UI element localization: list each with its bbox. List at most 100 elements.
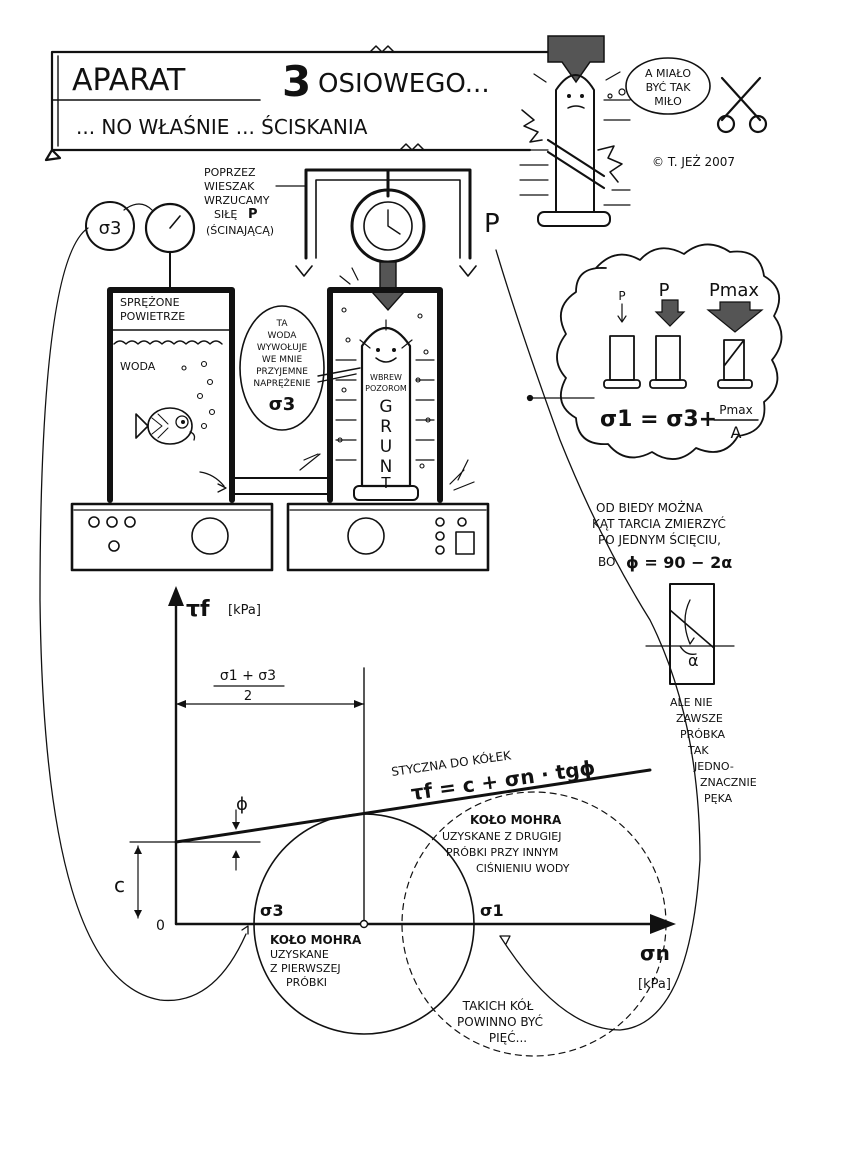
circle2-note: KOŁO MOHRA UZYSKANE Z DRUGIEJ PRÓBKI PRZ… <box>442 813 570 875</box>
force-p-label: P <box>484 209 500 239</box>
scissors-icon <box>716 76 768 134</box>
hanger-note-5: (ŚCINAJĄCĄ) <box>206 224 274 237</box>
sample-character-icon <box>519 35 631 227</box>
hanger-note-1: POPRZEZ <box>204 166 256 179</box>
cloud-formula-num: Pmax <box>719 403 752 417</box>
angle-note2-7: PĘKA <box>704 792 733 805</box>
sheared-sample-icon <box>645 583 735 685</box>
phi-label: ϕ <box>236 794 248 815</box>
gauge-sigma3-label: σ3 <box>99 218 122 239</box>
angle-note2-1: ALE NIE <box>670 696 713 709</box>
water-note-2: WODA <box>268 331 298 341</box>
cloud-formula-den: A <box>731 423 742 442</box>
water-tank: SPRĘŻONE POWIETRZE WODA <box>107 287 235 503</box>
sample-letter-t: T <box>380 474 391 492</box>
sample-note-1: WBREW <box>370 373 402 382</box>
cloud-formula-left: σ1 = σ3+ <box>600 407 717 432</box>
water-note-3: WYWOŁUJE <box>257 343 308 353</box>
copyright-text: © T. JEŻ 2007 <box>652 154 735 169</box>
bubble-line-1: A MIAŁO <box>645 67 691 80</box>
x-axis-label: σn <box>640 941 670 965</box>
cloud-label-p2: P <box>659 280 670 301</box>
c-label: c <box>114 873 125 897</box>
water-note-sigma3: σ3 <box>269 394 296 415</box>
hanger-note-p: P <box>248 207 258 222</box>
center-frac-den: 2 <box>244 689 252 704</box>
tank-air-1: SPRĘŻONE <box>120 296 180 309</box>
circle1-note-1: KOŁO MOHRA <box>270 933 362 947</box>
angle-note2-6: ZNACZNIE <box>700 776 757 789</box>
water-note-5: PRZYJEMNE <box>256 367 308 377</box>
formula-cloud: P P Pmax σ1 = σ3+ Pmax A <box>556 243 783 460</box>
sigma1-label: σ1 <box>480 901 504 920</box>
circle1-note-2: UZYSKANE <box>270 948 329 961</box>
tank-air-2: POWIETRZE <box>120 310 185 323</box>
title-osiowego: OSIOWEGO... <box>318 69 490 99</box>
water-note-6: NAPRĘŻENIE <box>253 378 310 389</box>
angle-note-formula: ϕ = 90 − 2α <box>626 553 732 572</box>
cloud-label-pmax: Pmax <box>709 280 759 301</box>
angle-note2-2: ZAWSZE <box>676 712 723 725</box>
load-gauge-icon <box>350 188 426 312</box>
tank-water-label: WODA <box>120 360 156 373</box>
fish-icon <box>135 407 196 445</box>
circle2-note-2: UZYSKANE Z DRUGIEJ <box>442 830 561 843</box>
mohr-circle-2 <box>401 791 667 1057</box>
sample-letter-n: N <box>380 457 393 477</box>
sample-letter-g: G <box>379 397 392 417</box>
sample-letter-u: U <box>380 437 392 457</box>
five-note-2: POWINNO BYĆ <box>457 1014 543 1029</box>
circle1-note-3: Z PIERWSZEJ <box>270 962 341 975</box>
circle2-note-4: CIŚNIENIU WODY <box>476 862 570 875</box>
sigma3-label: σ3 <box>260 901 284 920</box>
title-sciskania: ... NO WŁAŚNIE ... ŚCISKANIA <box>76 115 368 139</box>
angle-note-2: KĄT TARCIA ZMIERZYĆ <box>592 516 726 531</box>
circle1-note: KOŁO MOHRA UZYSKANE Z PIERWSZEJ PRÓBKI <box>270 933 362 989</box>
machine-bases <box>70 502 490 572</box>
water-note-bubble: TA WODA WYWOŁUJE WE MNIE PRZYJEMNE NAPRĘ… <box>239 305 361 431</box>
angle-note2-4: TAK <box>687 744 709 757</box>
hanger-note-3: WRZUCAMY <box>204 194 270 207</box>
angle-note: OD BIEDY MOŻNA KĄT TARCIA ZMIERZYĆ PO JE… <box>592 500 732 572</box>
five-note-1: TAKICH KÓŁ <box>462 998 534 1013</box>
speech-bubble-top: A MIAŁO BYĆ TAK MIŁO <box>607 57 711 115</box>
circle1-note-4: PRÓBKI <box>286 976 327 989</box>
title-three: 3 <box>282 57 311 106</box>
y-axis-unit: [kPa] <box>228 603 261 618</box>
five-note-3: PIĘĆ... <box>489 1030 527 1045</box>
center-frac-num: σ1 + σ3 <box>220 668 276 684</box>
x-axis-unit: [kPa] <box>638 977 671 992</box>
tangent-line <box>174 768 652 844</box>
hanger-frame <box>295 168 477 277</box>
mohr-chart: τf [kPa] σn [kPa] 0 σ1 + σ3 2 ϕ c σ3 σ1 … <box>114 586 676 1057</box>
water-note-1: TA <box>276 319 289 329</box>
alpha-label: α <box>688 651 699 670</box>
hanger-note: POPRZEZ WIESZAK WRZUCAMY SIŁĘ P (ŚCINAJĄ… <box>204 166 307 237</box>
origin-label: 0 <box>156 918 165 934</box>
water-note-4: WE MNIE <box>262 355 303 365</box>
triaxial-cell: WBREW POZOROM G R U N T <box>299 267 475 503</box>
circle2-note-1: KOŁO MOHRA <box>470 813 562 827</box>
title-aparat: APARAT <box>72 63 186 98</box>
connector-curves <box>39 227 701 1031</box>
angle-note2-5: JEDNO- <box>693 760 734 773</box>
five-note: TAKICH KÓŁ POWINNO BYĆ PIĘĆ... <box>457 998 543 1045</box>
angle-note-3: PO JEDNYM ŚCIĘCIU, <box>598 532 721 547</box>
connecting-pipe <box>199 471 331 495</box>
angle-note2-3: PRÓBKA <box>680 728 726 741</box>
bubble-line-2: BYĆ TAK <box>646 81 692 94</box>
angle-note-2: ALE NIE ZAWSZE PRÓBKA TAK JEDNO- ZNACZNI… <box>670 696 757 805</box>
title-banner: APARAT 3 OSIOWEGO... ... NO WŁAŚNIE ... … <box>44 45 562 162</box>
angle-note-1: OD BIEDY MOŻNA <box>596 500 704 515</box>
y-axis-label: τf <box>186 597 210 622</box>
hanger-note-2: WIESZAK <box>204 180 255 193</box>
bubble-line-3: MIŁO <box>654 95 682 108</box>
cloud-label-p1: P <box>618 289 625 303</box>
sample-letter-r: R <box>380 417 392 437</box>
mohr-circle-1-center <box>359 919 369 929</box>
angle-note-4: BO <box>598 555 615 569</box>
sample-note-2: POZOROM <box>365 384 407 393</box>
hanger-note-4: SIŁĘ <box>214 208 237 221</box>
cell-pressure-gauge: σ3 <box>85 201 196 291</box>
